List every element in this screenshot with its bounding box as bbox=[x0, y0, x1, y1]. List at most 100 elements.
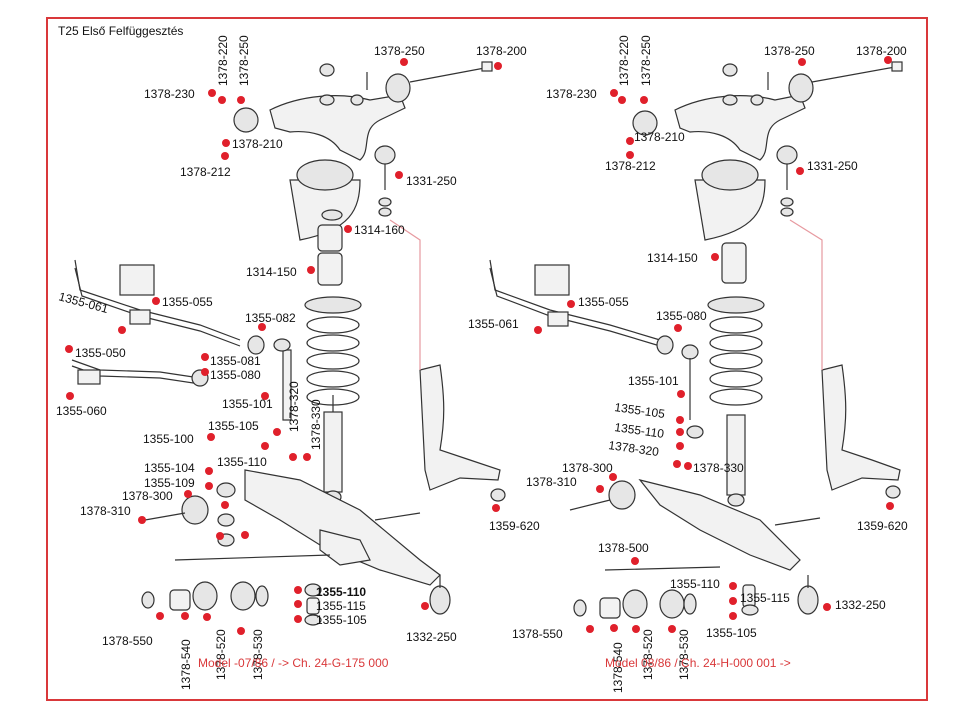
callout-dot bbox=[610, 89, 618, 97]
callout-dot bbox=[618, 96, 626, 104]
part-label: 1355-105 bbox=[706, 626, 757, 640]
part-label: 1355-115 bbox=[316, 599, 366, 613]
callout-dot bbox=[567, 300, 575, 308]
part-label: 1378-320 bbox=[608, 438, 660, 459]
part-label: 1355-115 bbox=[740, 591, 790, 605]
callout-dot bbox=[222, 139, 230, 147]
callout-dot bbox=[261, 392, 269, 400]
callout-dot bbox=[65, 345, 73, 353]
callout-dot bbox=[395, 171, 403, 179]
model-caption: Model -07/86 / -> Ch. 24-G-175 000 bbox=[198, 656, 389, 670]
part-label: 1332-250 bbox=[406, 630, 457, 644]
right-callouts: 1378-220 1378-250 1378-250 1378-200 1378… bbox=[468, 35, 908, 693]
callout-dot bbox=[66, 392, 74, 400]
callout-dot bbox=[729, 612, 737, 620]
part-label: 1355-105 bbox=[208, 419, 259, 433]
diagram-frame bbox=[46, 17, 928, 701]
part-label: 1378-320 bbox=[287, 381, 301, 432]
part-label: 1355-082 bbox=[245, 311, 296, 325]
part-label: 1355-101 bbox=[222, 397, 273, 411]
part-label: 1355-050 bbox=[75, 346, 126, 360]
part-label: 1378-200 bbox=[856, 44, 907, 58]
callout-dot bbox=[673, 460, 681, 468]
part-label: 1378-530 bbox=[677, 629, 691, 680]
part-label: 1355-081 bbox=[210, 354, 261, 368]
callout-dot bbox=[184, 490, 192, 498]
part-label: 1355-080 bbox=[210, 368, 261, 382]
part-label: 1378-212 bbox=[180, 165, 231, 179]
part-label: 1355-110 bbox=[316, 585, 366, 599]
diagram-title: T25 Első Felfüggesztés bbox=[58, 24, 184, 38]
part-label: 1378-210 bbox=[634, 130, 685, 144]
part-label: 1378-300 bbox=[122, 489, 173, 503]
part-label: 1378-230 bbox=[144, 87, 195, 101]
callout-dot bbox=[668, 625, 676, 633]
callout-dot bbox=[677, 390, 685, 398]
part-label: 1378-250 bbox=[237, 35, 251, 86]
model-caption: Model 08/86 / Ch. 24-H-000 001 -> bbox=[605, 656, 791, 670]
part-label: 1378-300 bbox=[562, 461, 613, 475]
part-label: 1355-080 bbox=[656, 309, 707, 323]
part-label: 1378-520 bbox=[641, 629, 655, 680]
callout-dot bbox=[492, 504, 500, 512]
part-label: 1378-330 bbox=[309, 399, 323, 450]
part-label: 1378-550 bbox=[102, 634, 153, 648]
callout-dot bbox=[294, 600, 302, 608]
callout-dot bbox=[596, 485, 604, 493]
right-assembly-drawing bbox=[489, 61, 903, 619]
callout-dot bbox=[218, 96, 226, 104]
callout-dot bbox=[626, 137, 634, 145]
part-label: 1355-061 bbox=[468, 317, 519, 331]
part-label: 1314-150 bbox=[246, 265, 297, 279]
callout-dot bbox=[273, 428, 281, 436]
part-label: 1378-220 bbox=[216, 35, 230, 86]
part-label: 1355-060 bbox=[56, 404, 107, 418]
callout-dot bbox=[237, 627, 245, 635]
callout-dot bbox=[534, 326, 542, 334]
left-callouts: 1378-220 1378-250 1378-250 1378-200 1378… bbox=[56, 35, 540, 690]
callout-dot bbox=[676, 442, 684, 450]
callout-dot bbox=[632, 625, 640, 633]
callout-dot bbox=[205, 467, 213, 475]
part-label: 1355-055 bbox=[162, 295, 213, 309]
part-label: 1355-100 bbox=[143, 432, 194, 446]
callout-dot bbox=[156, 612, 164, 620]
part-label: 1378-330 bbox=[693, 461, 744, 475]
callout-dot bbox=[823, 603, 831, 611]
callout-dot bbox=[294, 586, 302, 594]
callout-dot bbox=[303, 453, 311, 461]
part-label: 1355-061 bbox=[57, 289, 110, 316]
callout-dot bbox=[400, 58, 408, 66]
part-label: 1378-520 bbox=[214, 629, 228, 680]
part-label: 1378-550 bbox=[512, 627, 563, 641]
callout-dot bbox=[886, 502, 894, 510]
callout-dot bbox=[181, 612, 189, 620]
callout-dot bbox=[610, 624, 618, 632]
callout-dot bbox=[631, 557, 639, 565]
part-label: 1378-230 bbox=[546, 87, 597, 101]
callout-dot bbox=[201, 353, 209, 361]
left-assembly-drawing bbox=[71, 61, 506, 626]
callout-dot bbox=[261, 442, 269, 450]
part-label: 1355-105 bbox=[316, 613, 367, 627]
part-label: 1355-055 bbox=[578, 295, 629, 309]
callout-dot bbox=[676, 428, 684, 436]
callout-dot bbox=[207, 433, 215, 441]
part-label: 1332-250 bbox=[835, 598, 886, 612]
callout-dot bbox=[221, 152, 229, 160]
callout-dot bbox=[684, 462, 692, 470]
part-label: 1355-110 bbox=[670, 577, 720, 591]
part-label: 1331-250 bbox=[807, 159, 858, 173]
part-label: 1359-620 bbox=[489, 519, 540, 533]
part-label: 1359-620 bbox=[857, 519, 908, 533]
callout-dot bbox=[421, 602, 429, 610]
part-label: 1378-200 bbox=[476, 44, 527, 58]
callout-dot bbox=[201, 368, 209, 376]
callout-dot bbox=[729, 582, 737, 590]
callout-dot bbox=[344, 225, 352, 233]
callout-dot bbox=[208, 89, 216, 97]
callout-dot bbox=[152, 297, 160, 305]
callout-dot bbox=[798, 58, 806, 66]
part-label: 1378-500 bbox=[598, 541, 649, 555]
